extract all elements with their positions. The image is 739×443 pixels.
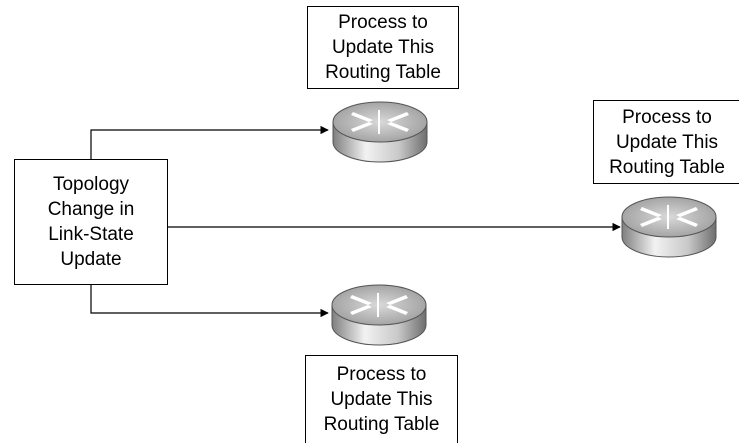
source-line-2: Change in — [47, 199, 135, 220]
label-line: Update This — [615, 131, 719, 153]
router-icon — [332, 101, 428, 163]
topology-change-box: Topology Change in Link-State Update — [14, 159, 168, 285]
label-line: Process to — [336, 364, 427, 385]
source-line-4: Update — [60, 249, 122, 270]
label-line: Update This — [331, 37, 435, 58]
connector-to-top — [90, 125, 329, 159]
connector-to-bottom — [90, 285, 329, 318]
label-line: Process to — [622, 106, 712, 128]
routing-process-label-bottom: Process to Update This Routing Table — [305, 355, 458, 443]
label-line: Process to — [338, 12, 428, 33]
routing-process-label-top: Process to Update This Routing Table — [307, 6, 459, 89]
label-line: Update This — [330, 389, 433, 410]
routing-process-label-right: Process to Update This Routing Table — [593, 100, 739, 184]
router-icon — [621, 196, 717, 258]
label-line: Routing Table — [325, 62, 441, 83]
label-line: Routing Table — [609, 156, 725, 178]
router-icon — [331, 284, 427, 346]
source-line-1: Topology — [52, 174, 130, 195]
source-line-3: Link-State — [48, 224, 134, 245]
label-line: Routing Table — [323, 414, 440, 435]
